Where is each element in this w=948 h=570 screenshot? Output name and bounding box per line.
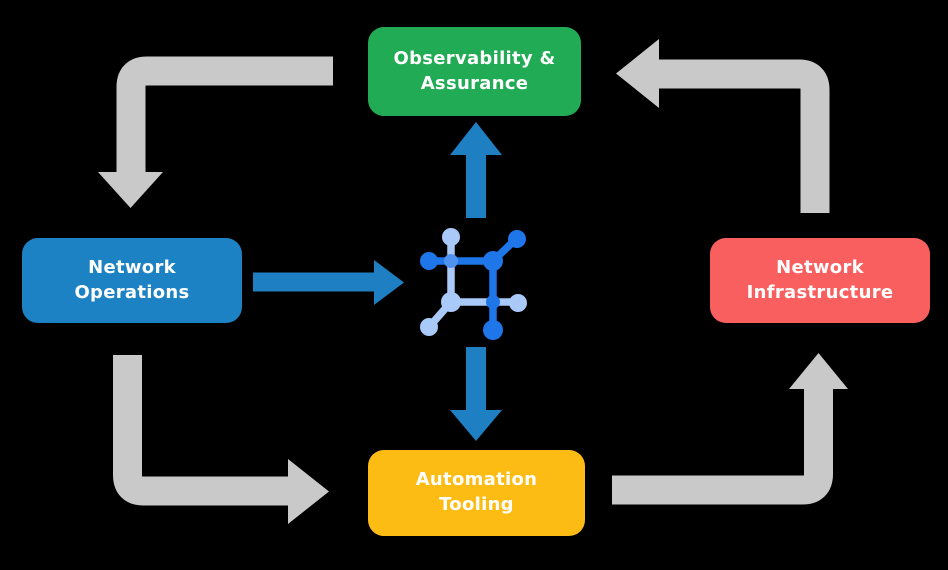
icon-node (508, 230, 526, 248)
arrow-observability-to-operations (98, 56, 333, 208)
icon-junction-node (444, 254, 458, 268)
node-observability-assurance: Observability & Assurance (368, 27, 581, 116)
arrow-head-right (374, 260, 404, 305)
arrow-operations-to-automation (113, 355, 329, 524)
node-label-line: Tooling (439, 494, 514, 515)
arrow-head-up (450, 122, 502, 155)
node-label-line: Infrastructure (746, 281, 894, 303)
arrow-operations-to-center (253, 260, 404, 305)
arrow-center-to-observability (450, 122, 502, 218)
arrow-center-to-automation (450, 347, 502, 441)
arrow-head-up (789, 353, 848, 389)
icon-node (442, 228, 460, 246)
network-automation-icon (420, 228, 527, 340)
node-label-line: Automation (415, 469, 538, 491)
icon-node (420, 318, 438, 336)
arrow-infrastructure-to-observability (616, 39, 830, 213)
node-network-operations: Network Operations (22, 238, 242, 323)
arrow-shaft (116, 56, 333, 173)
arrow-shaft (113, 355, 288, 506)
icon-node (483, 320, 503, 340)
icon-node (441, 292, 461, 312)
node-label-line: Assurance (420, 72, 529, 94)
icon-junction-node (486, 295, 500, 309)
icon-node (483, 251, 503, 271)
arrow-shaft (612, 389, 833, 505)
arrow-head-down (98, 172, 163, 208)
node-automation-tooling: Automation Tooling (368, 450, 585, 536)
icon-node (509, 294, 527, 312)
arrow-head-right (288, 459, 329, 524)
icon-node (420, 252, 438, 270)
arrow-shaft (659, 59, 830, 213)
icon-dark-branch (420, 230, 526, 340)
arrow-head-left (616, 39, 659, 108)
arrow-head-down (450, 410, 502, 441)
node-label-line: Operations (74, 281, 190, 303)
node-network-infrastructure: Network Infrastructure (710, 238, 930, 323)
node-label-line: Observability & (393, 47, 556, 69)
arrow-automation-to-infrastructure (612, 353, 848, 505)
node-label-line: Network (88, 256, 176, 278)
icon-light-branch (420, 228, 527, 336)
node-label-line: Network (776, 256, 864, 278)
